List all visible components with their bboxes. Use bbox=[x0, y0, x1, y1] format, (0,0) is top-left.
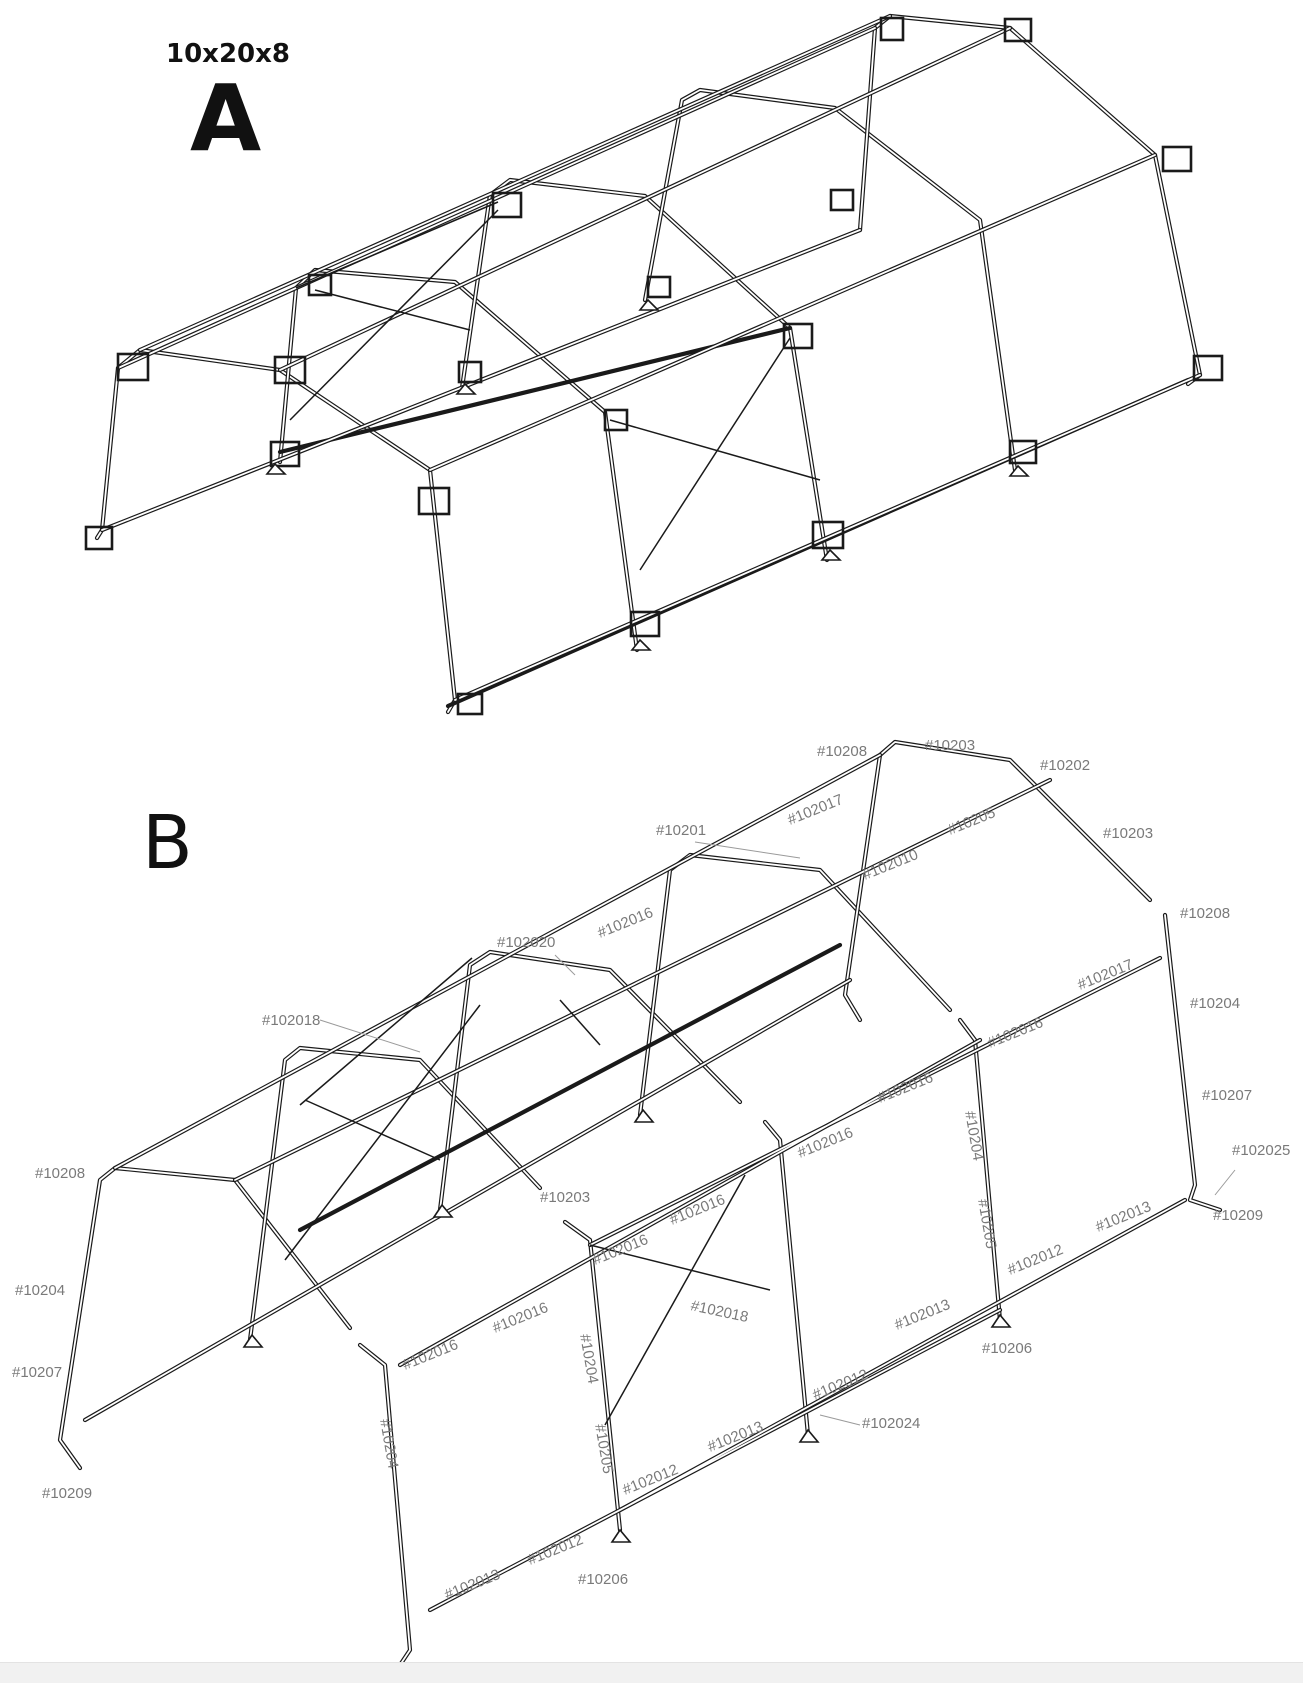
joint-markers-a bbox=[84, 16, 1224, 716]
arch-1 bbox=[94, 347, 458, 715]
part-label: #10204 bbox=[376, 1418, 401, 1470]
foot-plates-a bbox=[265, 298, 1030, 651]
part-label: #102012 bbox=[1005, 1241, 1066, 1279]
part-label: #10204 bbox=[15, 1282, 65, 1299]
arch-5 bbox=[857, 13, 1203, 387]
part-label: #102013 bbox=[1093, 1198, 1154, 1236]
panel-a-letter: A bbox=[190, 65, 261, 172]
frame-a bbox=[84, 13, 1224, 716]
panel-b: B bbox=[12, 737, 1290, 1683]
panel-a-size-label: 10x20x8 bbox=[166, 39, 290, 69]
part-label: #10203 bbox=[540, 1189, 590, 1206]
part-label: #10208 bbox=[35, 1165, 85, 1182]
foot-plates-b bbox=[242, 1108, 1012, 1543]
frame-b bbox=[57, 739, 1223, 1668]
part-label: #102016 bbox=[490, 1299, 551, 1337]
part-label: #10206 bbox=[578, 1571, 628, 1588]
part-label: #102016 bbox=[590, 1231, 651, 1269]
part-label: #10205 bbox=[591, 1423, 616, 1475]
braces-a bbox=[289, 201, 821, 571]
part-label: #10209 bbox=[42, 1485, 92, 1502]
part-label: #10206 bbox=[982, 1340, 1032, 1357]
part-label: #10201 bbox=[656, 822, 706, 839]
arch-b-2 bbox=[247, 1045, 623, 1533]
part-label: #10202 bbox=[1040, 757, 1090, 774]
part-label: #102012 bbox=[810, 1366, 871, 1404]
part-label: #102025 bbox=[1232, 1142, 1290, 1159]
arch-2 bbox=[277, 267, 640, 653]
part-label: #10203 bbox=[1103, 825, 1153, 842]
part-label: #10203 bbox=[925, 737, 975, 754]
part-label: #10204 bbox=[576, 1333, 601, 1385]
arch-b-5 bbox=[842, 739, 1223, 1213]
part-label: #102013 bbox=[892, 1296, 953, 1334]
panel-b-letter: B bbox=[142, 800, 193, 886]
arch-b-3 bbox=[437, 949, 811, 1438]
part-label: #102020 bbox=[497, 934, 555, 951]
part-label: #102017 bbox=[785, 791, 846, 829]
arch-3 bbox=[459, 177, 830, 563]
part-label: #10208 bbox=[1180, 905, 1230, 922]
part-label: #10204 bbox=[1190, 995, 1240, 1012]
part-label: #10205 bbox=[974, 1198, 999, 1250]
part-label: #102018 bbox=[262, 1012, 320, 1029]
part-label: #102024 bbox=[862, 1415, 920, 1432]
part-label: #10207 bbox=[1202, 1087, 1252, 1104]
arch-b-1 bbox=[57, 1165, 413, 1668]
part-label: #10209 bbox=[1213, 1207, 1263, 1224]
part-label: #102016 bbox=[795, 1124, 856, 1162]
part-label: #102016 bbox=[985, 1014, 1046, 1052]
arch-4 bbox=[642, 87, 1018, 473]
part-label: #10207 bbox=[12, 1364, 62, 1381]
braces-b bbox=[284, 957, 771, 1426]
panel-a: 10x20x8 A bbox=[84, 13, 1224, 716]
part-label: #102016 bbox=[595, 904, 656, 942]
arch-b-4 bbox=[637, 852, 1003, 1323]
rails-a bbox=[99, 13, 1203, 709]
part-label: #102017 bbox=[1075, 956, 1136, 994]
leader-lines bbox=[319, 841, 1236, 1426]
bottom-strip bbox=[0, 1662, 1303, 1683]
part-label: #10208 bbox=[817, 743, 867, 760]
part-label: #102016 bbox=[875, 1069, 936, 1107]
rails-b bbox=[82, 752, 1188, 1613]
part-label: #102013 bbox=[442, 1566, 503, 1604]
part-label: #102010 bbox=[860, 846, 921, 884]
part-label: #102016 bbox=[400, 1336, 461, 1374]
part-label: #102018 bbox=[689, 1297, 750, 1326]
part-label: #102012 bbox=[525, 1531, 586, 1569]
part-label: #10205 bbox=[945, 804, 998, 839]
